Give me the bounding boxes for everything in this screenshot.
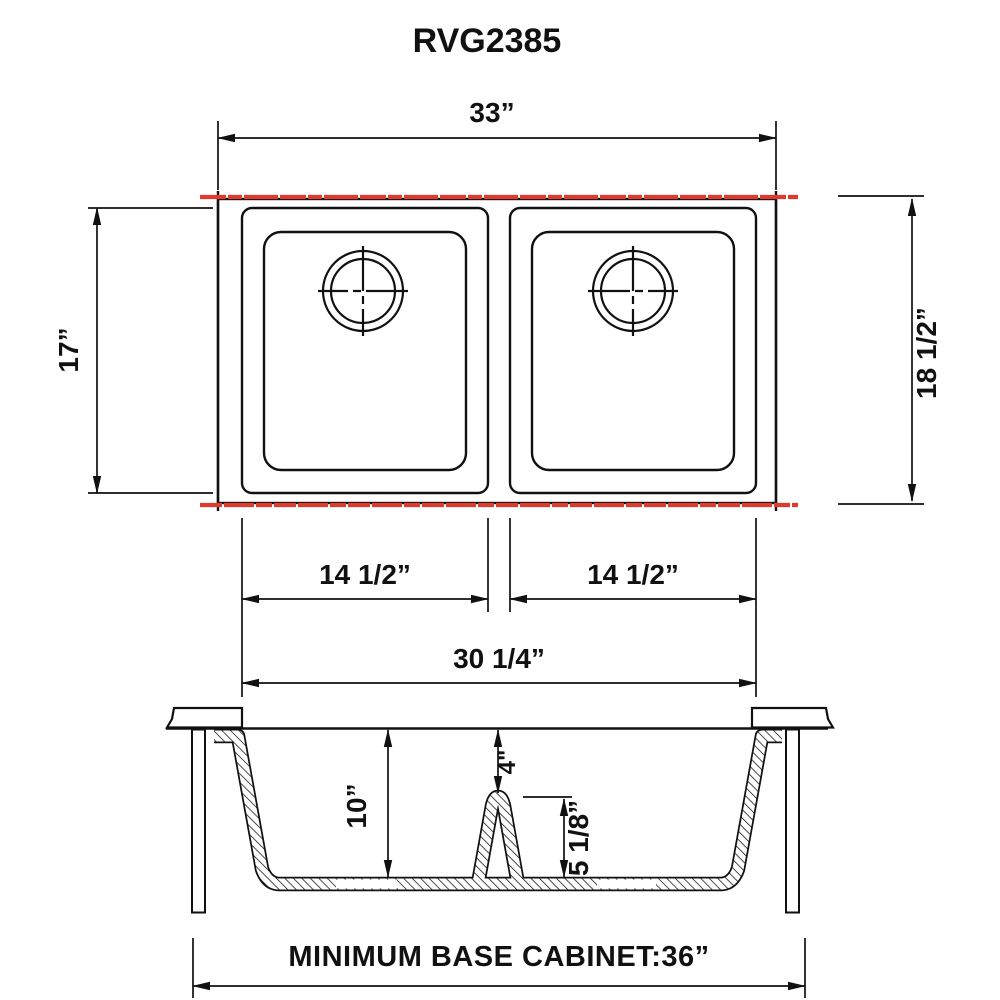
top-view: 33”: [53, 97, 942, 697]
basin-section-hatch: [214, 730, 782, 890]
dim-cabinet-label: MINIMUM BASE CABINET:36”: [288, 941, 709, 973]
countertop-right: [750, 706, 835, 729]
left-bowl-bottom-outline: [262, 230, 468, 472]
right-drain-recess: [597, 879, 656, 889]
page-title: RVG2385: [413, 22, 562, 60]
dim-overall-width: [217, 121, 777, 190]
section-view: 10” 4" 5 1/8” MINIMUM BASE CABINET:36”: [165, 706, 835, 998]
right-bowl-outline: [508, 206, 758, 495]
divider-section-hatch: [472, 791, 524, 885]
cabinet-side-right: [785, 728, 800, 914]
mounting-lines: [200, 194, 798, 508]
dim-overall-width-label: 33”: [469, 97, 514, 128]
right-drain-icon: [588, 246, 678, 336]
dim-overall-front-back-label: 18 1/2”: [911, 307, 942, 399]
dim-bowls-span-label: 30 1/4”: [453, 643, 545, 674]
dim-left-bowl-width-label: 14 1/2”: [319, 559, 411, 590]
dim-divider-side-depth-label: 5 1/8”: [563, 800, 594, 876]
left-bowl-outline: [240, 206, 490, 495]
dim-cabinet: [192, 938, 806, 998]
left-drain-recess: [336, 879, 397, 889]
dim-bowl-front-back: [88, 207, 213, 494]
cabinet-side-left: [191, 728, 206, 914]
right-bowl-bottom-outline: [530, 230, 736, 472]
sink-outline: [216, 197, 778, 505]
dim-bowl-front-back-label: 17”: [53, 327, 84, 372]
countertop-left: [165, 706, 244, 729]
dim-overall-front-back: [838, 195, 924, 505]
left-drain-icon: [318, 246, 408, 336]
dim-divider-drop-label: 4": [494, 750, 521, 775]
dim-right-bowl-width-label: 14 1/2”: [587, 559, 679, 590]
dim-bowl-depth-label: 10”: [341, 783, 372, 828]
